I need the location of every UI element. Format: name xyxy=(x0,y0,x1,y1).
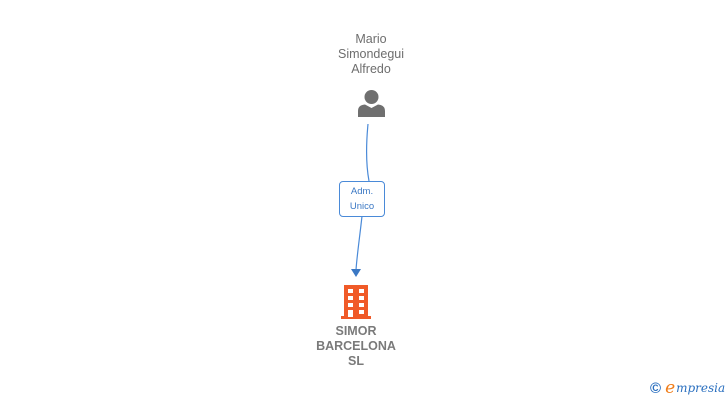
company-name-line: SIMOR xyxy=(335,324,377,338)
company-name-line: BARCELONA xyxy=(316,339,396,353)
person-name-line: Alfredo xyxy=(351,62,391,76)
empresia-logo[interactable]: © e mpresia xyxy=(650,378,725,398)
building-icon[interactable] xyxy=(341,285,371,319)
person-name-line: Simondegui xyxy=(337,47,404,61)
copyright-icon: © xyxy=(650,379,662,397)
role-label[interactable]: Adm. Unico xyxy=(339,181,385,217)
logo-initial: e xyxy=(665,378,676,398)
company-name-line: SL xyxy=(348,354,364,368)
person-name[interactable]: Mario Simondegui Alfredo xyxy=(310,32,432,77)
role-line: Unico xyxy=(349,201,375,212)
person-name-line: Mario xyxy=(355,32,387,46)
company-name[interactable]: SIMOR BARCELONA SL xyxy=(296,324,416,369)
arrow-head-icon xyxy=(351,269,361,277)
role-line: Adm. xyxy=(350,186,374,197)
logo-text: mpresia xyxy=(676,381,726,395)
person-icon[interactable] xyxy=(357,89,386,117)
